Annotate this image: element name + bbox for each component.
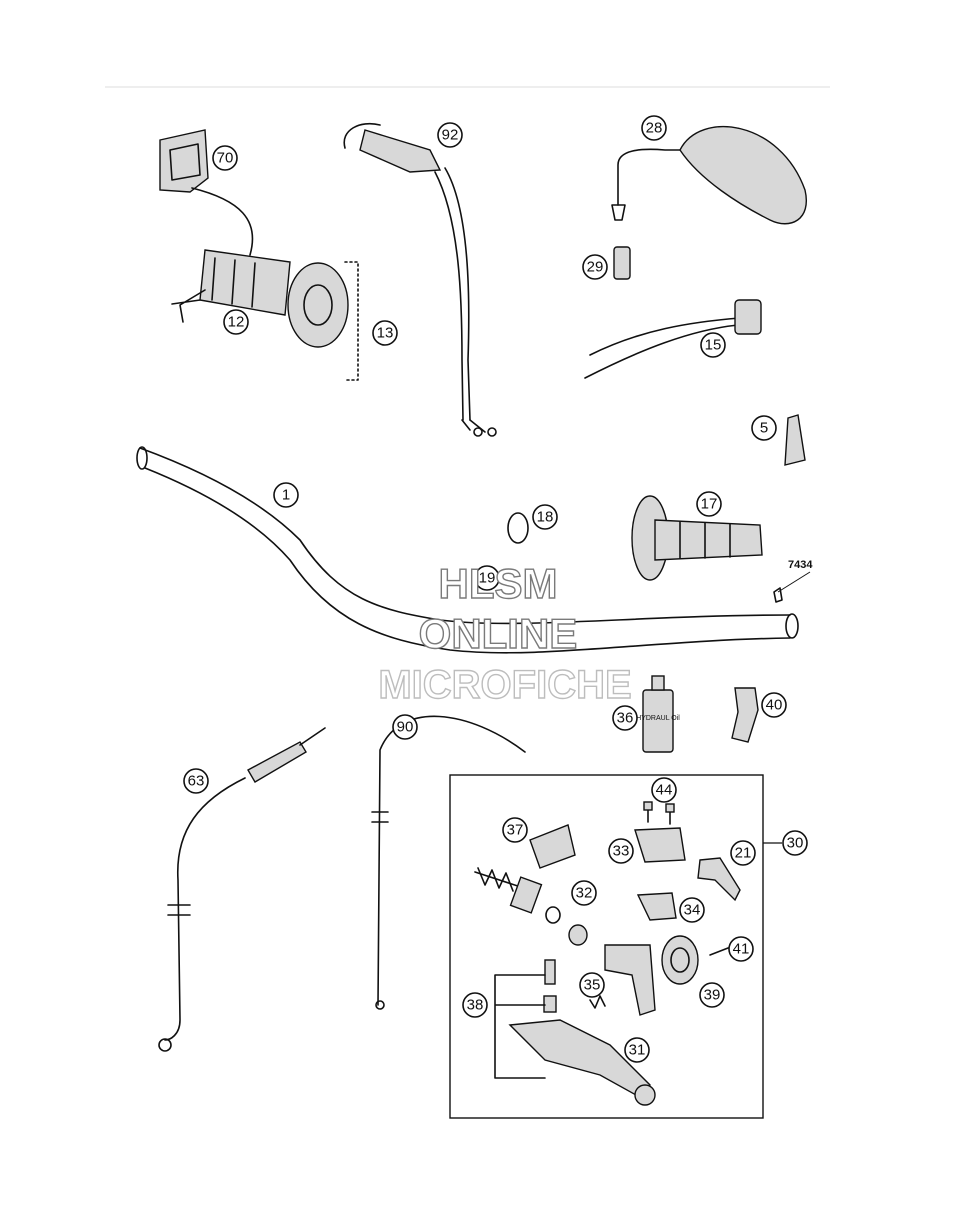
callout-18: 18 <box>532 504 558 530</box>
part-master-cylinder <box>604 935 699 1016</box>
part-throttle-cables <box>343 123 497 437</box>
callout-17-label: 17 <box>701 496 718 513</box>
part-throttle-grip <box>171 249 359 381</box>
callout-40-label: 40 <box>766 697 783 714</box>
clutch-group-box <box>449 774 764 1119</box>
part-screw-41 <box>709 947 729 956</box>
callout-36: 36 <box>612 705 638 731</box>
callout-19: 19 <box>474 565 500 591</box>
callout-29: 29 <box>582 254 608 280</box>
callout-28-label: 28 <box>646 120 663 137</box>
part-piston-kit <box>474 867 588 946</box>
part-clutch-cable <box>371 715 526 1010</box>
callout-31-label: 31 <box>629 1042 646 1059</box>
callout-21: 21 <box>730 840 756 866</box>
part-throttle-housing <box>159 129 254 256</box>
callout-12-label: 12 <box>228 314 245 331</box>
part-clutch-lever <box>508 1019 656 1106</box>
callout-34: 34 <box>679 897 705 923</box>
callout-41: 41 <box>728 936 754 962</box>
callout-92-label: 92 <box>442 127 459 144</box>
callout-13: 13 <box>372 320 398 346</box>
callout-34-label: 34 <box>684 902 701 919</box>
callout-38-label: 38 <box>467 997 484 1014</box>
callout-90-label: 90 <box>397 719 414 736</box>
part-clamp <box>731 687 759 743</box>
callout-90: 90 <box>392 714 418 740</box>
callout-5: 5 <box>751 415 777 441</box>
callout-39-label: 39 <box>704 987 721 1004</box>
callout-32: 32 <box>571 880 597 906</box>
part-grip <box>631 495 763 581</box>
part-clip <box>507 512 529 544</box>
callout-15-label: 15 <box>705 337 722 354</box>
callout-31: 31 <box>624 1037 650 1063</box>
part-cover <box>634 827 686 863</box>
part-spring <box>589 995 606 1009</box>
callout-44: 44 <box>651 777 677 803</box>
callout-63: 63 <box>183 768 209 794</box>
callout-33: 33 <box>608 838 634 864</box>
part-handlebar <box>136 446 799 654</box>
reference-code: 7434 <box>788 559 813 571</box>
part-hot-start-cable <box>158 727 326 1052</box>
callout-92: 92 <box>437 122 463 148</box>
callout-18-label: 18 <box>537 509 554 526</box>
oil-bottle-label: HYDRAUL Oil <box>636 715 680 722</box>
callout-5-label: 5 <box>760 420 768 437</box>
watermark-line-2: ONLINE <box>419 610 578 657</box>
callout-32-label: 32 <box>576 885 593 902</box>
callout-63-label: 63 <box>188 773 205 790</box>
callout-30: 30 <box>782 830 808 856</box>
callout-28: 28 <box>641 115 667 141</box>
callout-39: 39 <box>699 982 725 1008</box>
part-oil-bottle: HYDRAUL Oil <box>636 675 680 753</box>
part-mirror <box>611 125 807 225</box>
part-screws <box>643 801 675 825</box>
callout-12: 12 <box>223 309 249 335</box>
callout-41-label: 41 <box>733 941 750 958</box>
callout-21-label: 21 <box>735 845 752 862</box>
part-pivot-bolt-set <box>494 959 557 1079</box>
callout-13-label: 13 <box>377 325 394 342</box>
callout-35: 35 <box>579 972 605 998</box>
callout-29-label: 29 <box>587 259 604 276</box>
watermark-line-3: MICROFICHE <box>378 663 631 707</box>
part-bracket <box>636 892 677 921</box>
callout-35-label: 35 <box>584 977 601 994</box>
callout-1-label: 1 <box>282 487 290 504</box>
callout-40: 40 <box>761 692 787 718</box>
callout-70: 70 <box>212 145 238 171</box>
callout-33-label: 33 <box>613 843 630 860</box>
callout-70-label: 70 <box>217 150 234 167</box>
part-kill-switch <box>584 299 762 379</box>
part-reservoir-cap <box>529 824 576 869</box>
callout-44-label: 44 <box>656 782 673 799</box>
callout-37-label: 37 <box>507 822 524 839</box>
reference-leader <box>777 571 811 593</box>
part-bar-end <box>784 414 806 466</box>
part-small-plug <box>773 587 783 603</box>
callout-19-label: 19 <box>479 570 496 587</box>
callout-37: 37 <box>502 817 528 843</box>
callout-17: 17 <box>696 491 722 517</box>
callout-15: 15 <box>700 332 726 358</box>
callout-38: 38 <box>462 992 488 1018</box>
callout-30-label: 30 <box>787 835 804 852</box>
callout-1: 1 <box>273 482 299 508</box>
watermark-line-1: HLSM <box>439 560 558 607</box>
part-mirror-adapter <box>613 246 631 280</box>
callout-36-label: 36 <box>617 710 634 727</box>
part-pivot-lever <box>697 857 741 902</box>
